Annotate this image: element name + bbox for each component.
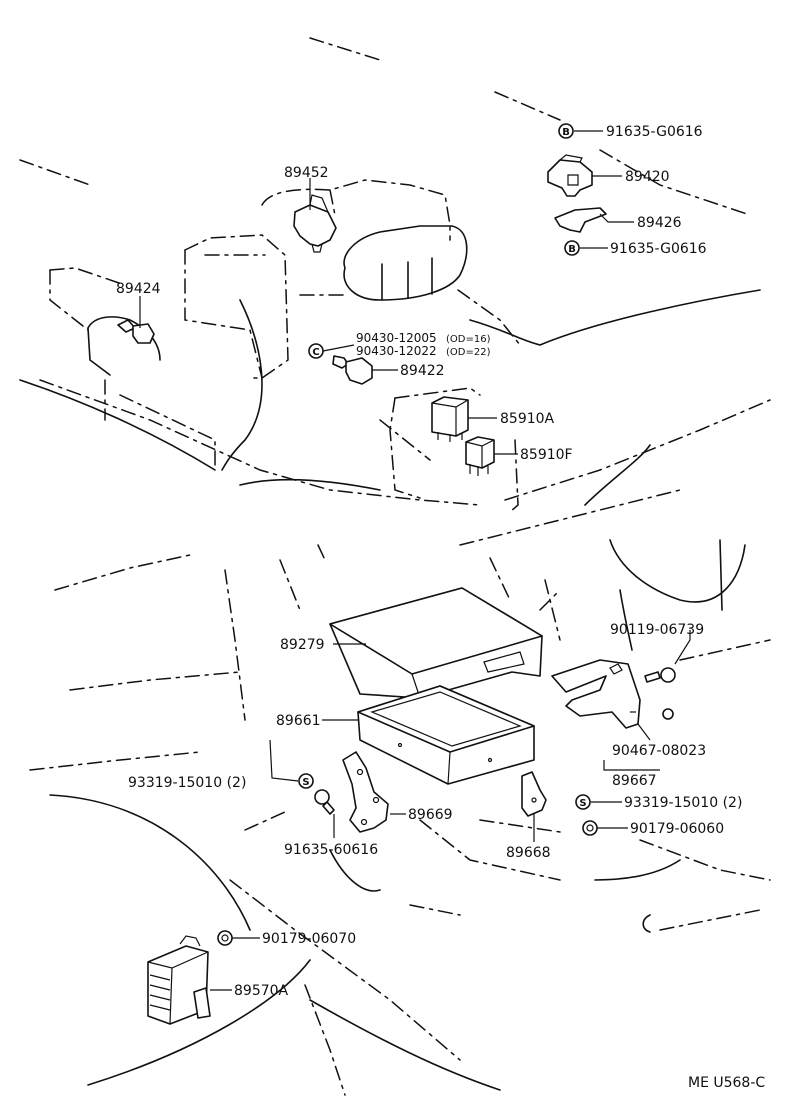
part-89452 — [293, 194, 337, 253]
label-93319-left: 93319-15010 (2) — [128, 775, 246, 791]
label-89661: 89661 — [276, 713, 321, 729]
part-89668 — [521, 771, 547, 817]
symbol-s-right: S — [575, 794, 591, 810]
part-89667 — [551, 659, 674, 729]
symbol-b-top: B — [558, 123, 574, 139]
label-85910F: 85910F — [520, 447, 573, 463]
symbol-c-washer: C — [308, 343, 324, 359]
label-90179-06060: 90179-06060 — [630, 821, 724, 837]
label-od16: (OD=16) — [446, 334, 491, 345]
label-85910A: 85910A — [500, 411, 555, 427]
label-89570A: 89570A — [234, 983, 289, 999]
label-91635-top: 91635-G0616 — [606, 124, 703, 140]
label-89424: 89424 — [116, 281, 161, 297]
part-89279 — [329, 587, 543, 699]
label-90430-12005: 90430-12005 — [356, 331, 437, 345]
part-91635-bolt — [314, 789, 335, 815]
part-85910F — [465, 436, 495, 476]
part-90179-06070 — [217, 930, 233, 946]
label-89420: 89420 — [625, 169, 670, 185]
label-91635-mid: 91635-G0616 — [610, 241, 707, 257]
part-89669 — [342, 751, 389, 833]
label-90119: 90119-06739 — [610, 622, 704, 638]
label-90430-12022: 90430-12022 — [356, 344, 437, 358]
svg-text:B: B — [562, 127, 570, 138]
svg-text:B: B — [568, 244, 576, 255]
part-89422 — [332, 355, 373, 385]
svg-text:C: C — [312, 347, 319, 358]
label-89667: 89667 — [612, 773, 657, 789]
label-89422: 89422 — [400, 363, 445, 379]
svg-text:S: S — [302, 777, 309, 788]
label-93319-right: 93319-15010 (2) — [624, 795, 742, 811]
label-90179-06070: 90179-06070 — [262, 931, 356, 947]
part-89426 — [554, 207, 607, 233]
part-89570A — [147, 935, 211, 1025]
part-89420 — [547, 154, 593, 197]
label-90467: 90467-08023 — [612, 743, 706, 759]
label-89669: 89669 — [408, 807, 453, 823]
svg-text:S: S — [579, 798, 586, 809]
part-89424 — [117, 319, 155, 344]
part-89661 — [357, 685, 535, 785]
footer-code: ME U568-C — [688, 1075, 765, 1091]
part-90119-bolt — [644, 667, 676, 683]
body-contours — [19, 289, 761, 1091]
vehicle-outline — [19, 37, 771, 1096]
label-89452: 89452 — [284, 165, 329, 181]
label-89426: 89426 — [637, 215, 682, 231]
label-89279: 89279 — [280, 637, 325, 653]
part-85910A — [431, 396, 469, 442]
leader-lines — [139, 130, 691, 991]
label-89668: 89668 — [506, 845, 551, 861]
part-labels: 91635-G0616 89420 89426 91635-G0616 8945… — [116, 124, 742, 999]
label-91635-bottom: 91635-60616 — [284, 842, 378, 858]
symbol-s-left: S — [298, 773, 314, 789]
label-od22: (OD=22) — [446, 347, 491, 358]
part-90179-06060 — [582, 820, 598, 836]
engine-blocks — [49, 179, 521, 513]
symbol-b-mid: B — [564, 240, 580, 256]
